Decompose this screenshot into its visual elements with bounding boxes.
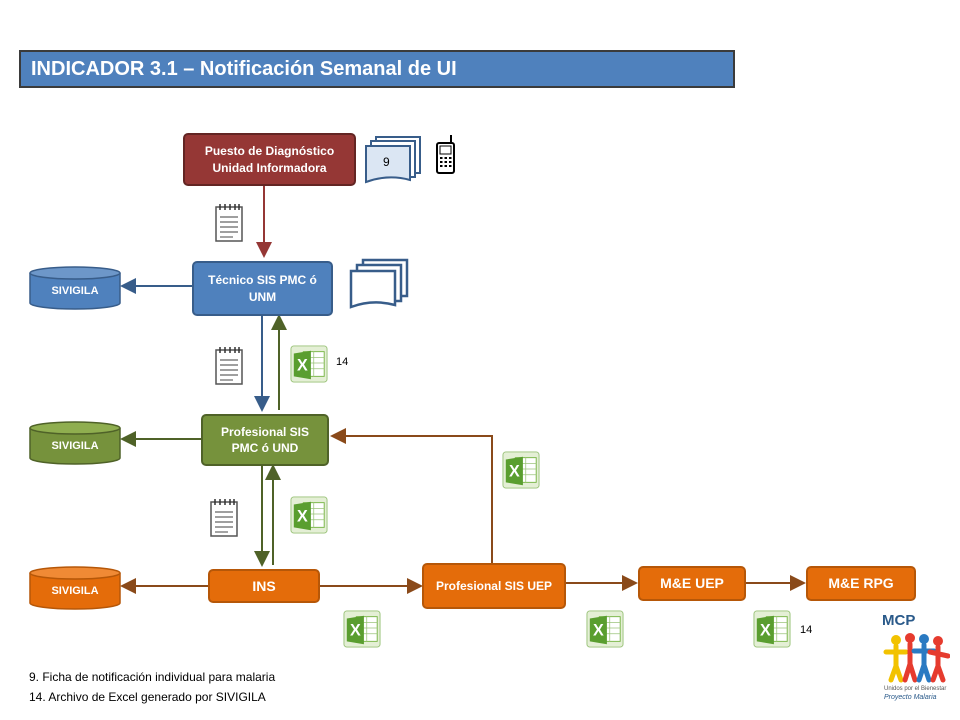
database-sivigila-3[interactable]: SIVIGILA (29, 566, 121, 610)
notepad-icon (215, 204, 243, 242)
excel-icon (290, 496, 328, 534)
notepad-icon (210, 499, 238, 537)
page-title-text: INDICADOR 3.1 – Notificación Semanal de … (31, 57, 457, 80)
mcp-logo-name: MCP (882, 612, 916, 629)
excel-ref-label-2: 14 (800, 624, 813, 636)
database-cylinder-icon (29, 421, 121, 465)
footnote-14: 14. Archivo de Excel generado por SIVIGI… (29, 690, 266, 704)
node-me-uep-label: M&E UEP (660, 575, 724, 592)
excel-icon (290, 345, 328, 383)
node-profesional-pmc-label: Profesional SIS PMC ó UND (220, 424, 310, 455)
node-me-uep[interactable]: M&E UEP (638, 566, 746, 601)
footnote-9: 9. Ficha de notificación individual para… (29, 670, 276, 684)
database-sivigila-2[interactable]: SIVIGILA (29, 421, 121, 465)
database-cylinder-icon (29, 566, 121, 610)
mcp-logo-tagline: Unidos por el Bienestar (884, 686, 947, 692)
arrow-uep-to-profesional (330, 428, 493, 563)
mobile-phone-icon (436, 135, 455, 174)
node-me-rpg-label: M&E RPG (828, 575, 894, 592)
node-profesional-uep[interactable]: Profesional SIS UEP (422, 563, 566, 609)
database-sivigila-1-label: SIVIGILA (51, 285, 99, 297)
node-ins[interactable]: INS (208, 569, 320, 603)
node-tecnico-sis[interactable]: Técnico SIS PMC ó UNM (192, 261, 333, 316)
excel-icon (753, 610, 791, 648)
notepad-icon (215, 347, 243, 385)
excel-ref-label-1: 14 (336, 356, 349, 368)
database-sivigila-2-label: SIVIGILA (51, 440, 99, 452)
people-icon (883, 633, 950, 683)
page-title: INDICADOR 3.1 – Notificación Semanal de … (19, 50, 735, 88)
node-puesto-label: Puesto de Diagnóstico Unidad Informadora (204, 144, 335, 175)
excel-icon (586, 610, 624, 648)
form-count-label: 9 (383, 155, 390, 169)
node-ins-label: INS (252, 577, 276, 594)
node-tecnico-label: Técnico SIS PMC ó UNM (208, 273, 317, 304)
database-sivigila-3-label: SIVIGILA (51, 585, 99, 597)
mcp-logo-project: Proyecto Malaria (884, 694, 937, 701)
excel-icon (502, 451, 540, 489)
node-profesional-pmc[interactable]: Profesional SIS PMC ó UND (201, 414, 329, 466)
documents-stack-icon (349, 258, 409, 309)
forms-stack-icon (365, 136, 421, 184)
excel-icon (343, 610, 381, 648)
node-me-rpg[interactable]: M&E RPG (806, 566, 916, 601)
database-sivigila-1[interactable]: SIVIGILA (29, 266, 121, 310)
mcp-logo: MCP Unidos por el Bienestar Proyecto Mal… (880, 612, 952, 704)
node-puesto-diagnostico[interactable]: Puesto de Diagnóstico Unidad Informadora (183, 133, 356, 186)
database-cylinder-icon (29, 266, 121, 310)
node-profesional-uep-label: Profesional SIS UEP (435, 578, 553, 593)
